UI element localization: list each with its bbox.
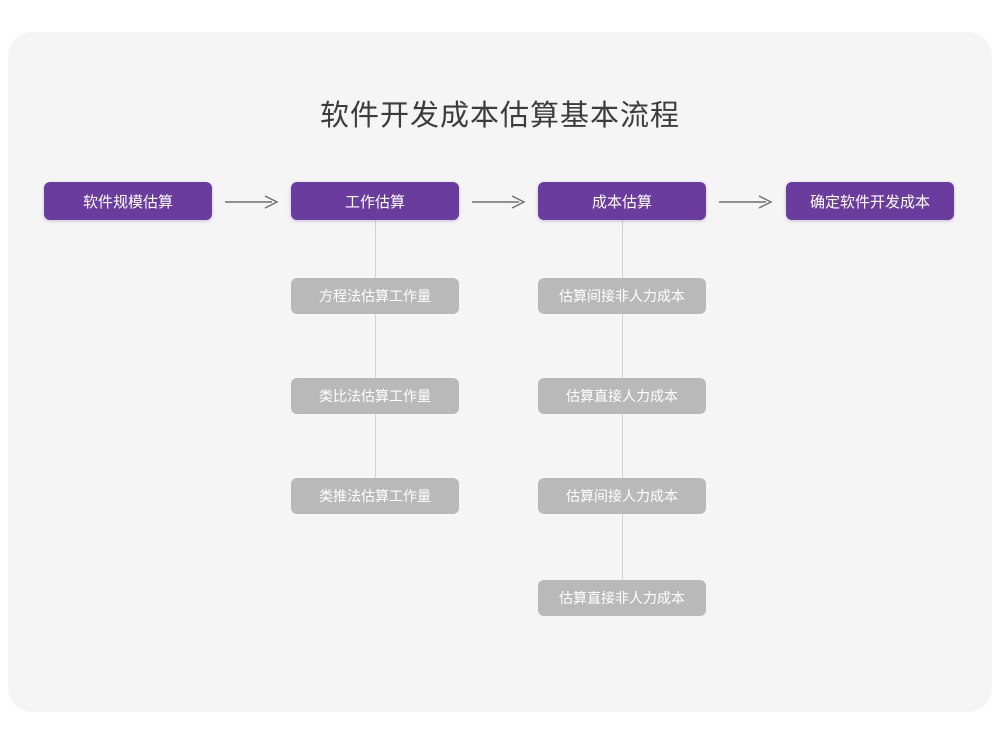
- node-cost-substep-4[interactable]: 估算直接非人力成本: [538, 580, 706, 616]
- connector-cost-sub1-to-sub2: [622, 314, 623, 378]
- arrow-right-icon-1: [224, 194, 280, 210]
- connector-cost-sub3-to-sub4: [622, 514, 623, 580]
- node-determine-development-cost[interactable]: 确定软件开发成本: [786, 182, 954, 220]
- flowchart: 软件规模估算 工作估算 成本估算 确定软件开发成本 方程法估算工作量 类比法估算…: [8, 32, 992, 712]
- connector-effort-sub1-to-sub2: [375, 314, 376, 378]
- node-cost-substep-3[interactable]: 估算间接人力成本: [538, 478, 706, 514]
- connector-effort-to-sub1: [375, 220, 376, 278]
- connector-effort-sub2-to-sub3: [375, 414, 376, 478]
- diagram-card: 软件开发成本估算基本流程 软件规模估算 工作估算 成本估算 确定软件开发成本: [8, 32, 992, 712]
- node-effort-substep-2[interactable]: 类比法估算工作量: [291, 378, 459, 414]
- page-title: 软件开发成本估算基本流程: [319, 100, 680, 132]
- node-cost-estimation[interactable]: 成本估算: [538, 182, 706, 220]
- arrow-right-icon-2: [471, 194, 527, 210]
- node-cost-substep-2[interactable]: 估算直接人力成本: [538, 378, 706, 414]
- node-software-scale-estimation[interactable]: 软件规模估算: [44, 182, 212, 220]
- connector-cost-sub2-to-sub3: [622, 414, 623, 478]
- arrow-right-icon-3: [718, 194, 774, 210]
- connector-cost-to-sub1: [622, 220, 623, 278]
- node-effort-estimation[interactable]: 工作估算: [291, 182, 459, 220]
- node-effort-substep-1[interactable]: 方程法估算工作量: [291, 278, 459, 314]
- node-cost-substep-1[interactable]: 估算间接非人力成本: [538, 278, 706, 314]
- node-effort-substep-3[interactable]: 类推法估算工作量: [291, 478, 459, 514]
